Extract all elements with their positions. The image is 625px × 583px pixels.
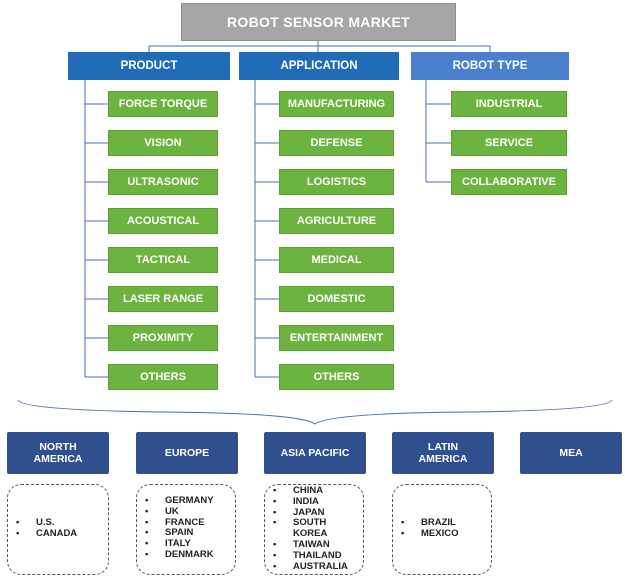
product-item: ACOUSTICAL <box>108 208 218 234</box>
country-item: •TAIWAN <box>273 538 330 550</box>
country-item: •GERMANY <box>145 495 214 506</box>
application-item: LOGISTICS <box>279 169 394 195</box>
region-brace <box>17 399 613 425</box>
application-item: AGRICULTURE <box>279 208 394 234</box>
region-label: MEA <box>559 447 583 459</box>
region-asia-pacific: ASIA PACIFIC <box>264 432 366 474</box>
region-label: LATIN AMERICA <box>418 441 468 465</box>
country-list-north-america: •U.S. •CANADA <box>7 484 109 575</box>
country-item: •JAPAN <box>273 506 325 518</box>
country-item: •BRAZIL <box>401 517 456 528</box>
country-item: •DENMARK <box>145 548 214 560</box>
country-item: •U.S. <box>16 517 55 528</box>
country-item: •AUSTRALIA <box>273 560 348 572</box>
country-item: •FRANCE <box>145 516 205 528</box>
product-item: VISION <box>108 130 218 156</box>
region-label: ASIA PACIFIC <box>280 447 350 459</box>
region-mea: MEA <box>520 432 622 474</box>
region-europe: EUROPE <box>136 432 238 474</box>
product-item: FORCE TORQUE <box>108 91 218 117</box>
country-list-asia-pacific: •CHINA •INDIA •JAPAN •SOUTH KOREA •TAIWA… <box>264 484 364 575</box>
category-application: APPLICATION <box>239 52 399 80</box>
country-list-latin-america: •BRAZIL •MEXICO <box>392 484 492 575</box>
application-item: DEFENSE <box>279 130 394 156</box>
application-item: MEDICAL <box>279 247 394 273</box>
region-label: NORTH AMERICA <box>33 441 83 465</box>
country-item: •SOUTH KOREA <box>273 517 328 540</box>
robot-type-item: COLLABORATIVE <box>451 169 567 195</box>
category-robot-type: ROBOT TYPE <box>411 52 569 80</box>
country-item: •SPAIN <box>145 527 194 539</box>
product-item: TACTICAL <box>108 247 218 273</box>
country-item: •UK <box>145 505 179 517</box>
application-item: DOMESTIC <box>279 286 394 312</box>
robot-type-item: SERVICE <box>451 130 567 156</box>
country-item: •MEXICO <box>401 527 459 539</box>
country-item: •THAILAND <box>273 549 342 561</box>
region-latin-america: LATIN AMERICA <box>392 432 494 474</box>
product-item: ULTRASONIC <box>108 169 218 195</box>
country-item: •CANADA <box>16 527 78 539</box>
application-item: OTHERS <box>279 364 394 390</box>
country-item: •INDIA <box>273 495 319 507</box>
country-item: •ITALY <box>145 538 191 550</box>
region-north-america: NORTH AMERICA <box>7 432 109 474</box>
category-product: PRODUCT <box>68 52 230 80</box>
application-item: ENTERTAINMENT <box>279 325 394 351</box>
diagram-title: ROBOT SENSOR MARKET <box>181 3 456 41</box>
product-item: PROXIMITY <box>108 325 218 351</box>
country-list-europe: •GERMANY •UK •FRANCE •SPAIN •ITALY •DENM… <box>136 484 236 575</box>
robot-type-item: INDUSTRIAL <box>451 91 567 117</box>
product-item: OTHERS <box>108 364 218 390</box>
application-item: MANUFACTURING <box>279 91 394 117</box>
country-item: •CHINA <box>273 485 324 496</box>
product-item: LASER RANGE <box>108 286 218 312</box>
region-label: EUROPE <box>164 447 210 459</box>
